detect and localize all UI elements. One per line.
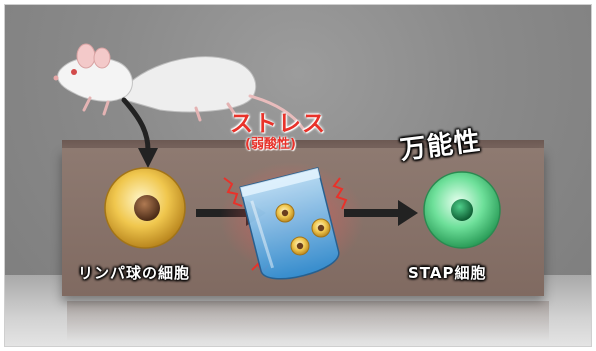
acid-tube [239,167,340,280]
stress-title: ストレス [230,111,326,137]
stap-cell [423,171,501,249]
lymph-cell-label: リンパ球の細胞 [78,264,191,282]
arrow-stress-to-stap [344,200,418,226]
tube-cells [275,203,331,256]
arrow-mouse-to-lymph [121,97,158,168]
lymph-cell [104,167,186,249]
stap-cell-label: STAP細胞 [408,264,487,282]
board-top-edge [62,140,544,148]
mouse-illustration [53,43,306,132]
board-reflection [67,301,549,341]
stress-subtitle: (弱酸性) [245,137,296,152]
